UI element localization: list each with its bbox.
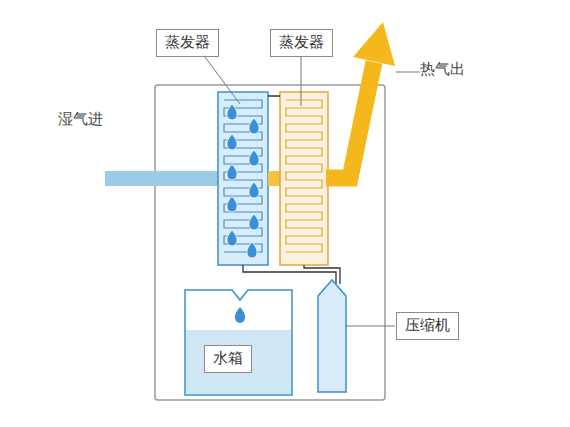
housing <box>155 85 385 400</box>
label-text: 蒸发器 <box>279 33 324 53</box>
label-text: 压缩机 <box>405 316 450 336</box>
hot-air-arrow <box>326 62 374 178</box>
hot-coil <box>280 92 328 265</box>
water-drop <box>235 307 245 323</box>
air-band <box>268 171 281 186</box>
coil-tubes <box>286 100 322 252</box>
label-box: 压缩机 <box>396 312 459 340</box>
water-tank <box>185 290 292 395</box>
air-label: 湿气进 <box>58 110 103 130</box>
compressor <box>318 280 346 392</box>
water <box>186 330 291 394</box>
label-box: 水箱 <box>204 345 252 373</box>
water-drops <box>227 104 259 258</box>
humid-air-arrow <box>105 171 220 186</box>
label-text: 水箱 <box>213 349 243 369</box>
cold-coil <box>218 92 268 265</box>
label-text: 蒸发器 <box>165 33 210 53</box>
coil-tubes <box>224 100 262 252</box>
label-box: 蒸发器 <box>156 29 219 57</box>
hot-air-arrowhead <box>353 22 395 66</box>
label-box: 蒸发器 <box>270 29 333 57</box>
refrigerant-pipe <box>243 96 340 284</box>
leader-line <box>205 57 420 326</box>
air-label: 热气出 <box>420 60 465 80</box>
